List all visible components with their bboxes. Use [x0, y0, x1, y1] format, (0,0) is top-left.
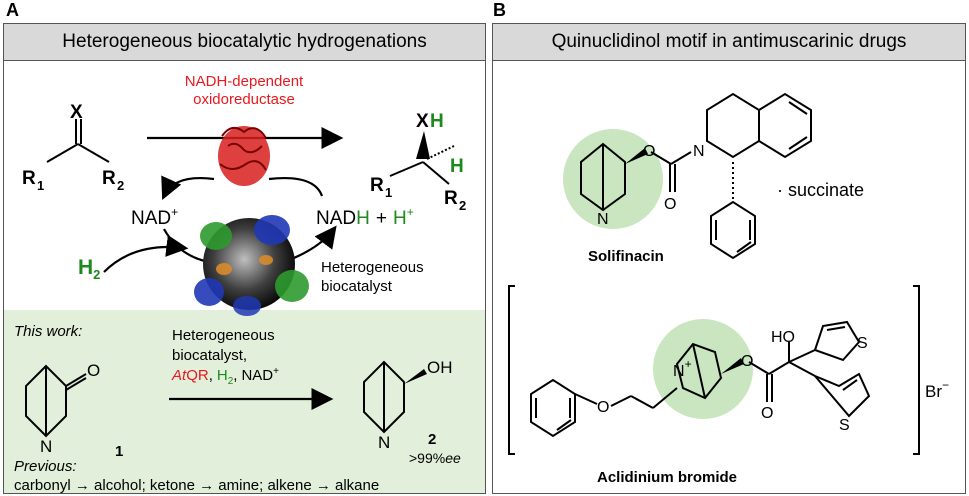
conditions-line2: biocatalyst,: [172, 347, 247, 364]
aclidinium-ho: HO: [771, 329, 795, 346]
aclidinium-s1: S: [857, 335, 868, 352]
substrate-x: X: [70, 102, 83, 123]
previous-text: carbonyl → alcohol; ketone → amine; alke…: [14, 477, 379, 493]
svg-text:2: 2: [117, 178, 124, 193]
nad-plus: NAD+: [131, 205, 178, 229]
product-h1: H: [430, 111, 444, 132]
this-work-label: This work:: [14, 323, 82, 340]
product-structure: X H H R 1 R 2: [370, 111, 466, 213]
solifenacin-n: N: [693, 143, 705, 160]
bromide-label: Br−: [925, 378, 949, 401]
svg-text:2: 2: [459, 198, 466, 213]
h2-arrow: [103, 234, 189, 273]
enzyme-label-line1: NADH-dependent: [185, 73, 304, 90]
compound-1-o: O: [87, 361, 100, 380]
catalyst-label-line2: biocatalyst: [321, 278, 393, 295]
enzyme-label-line2: oxidoreductase: [193, 91, 295, 108]
panel-a-letter: A: [6, 0, 19, 20]
nadh-plus-h: NADH+H+: [316, 205, 414, 229]
substrate-r2: R: [102, 168, 116, 189]
solifenacin-structure: [580, 92, 812, 260]
product-h2: H: [450, 156, 464, 177]
conditions-line3: AtQR,H2,NAD+: [171, 366, 279, 387]
panel-a: Heterogeneous biocatalytic hydrogenation…: [3, 23, 486, 494]
panel-a-scheme: X R 1 R 2 NADH-dependent oxidoreductase …: [14, 73, 466, 493]
solifenacin-o2: O: [664, 196, 676, 213]
compound-2-label: 2: [428, 431, 436, 448]
aclidinium-structure: [530, 320, 871, 438]
aclidinium-s2: S: [839, 417, 850, 434]
substrate-r1: R: [22, 168, 36, 189]
nad-top-arc: [268, 177, 324, 197]
panel-b-structures: O O N N · succinate Solifinacin Br−: [508, 92, 949, 486]
panel-b-title: Quinuclidinol motif in antimuscarinic dr…: [493, 24, 965, 61]
nad-arrow: [161, 175, 215, 201]
product-x: X: [416, 111, 429, 132]
substrate-structure: X R 1 R 2: [22, 102, 124, 193]
catalyst-label-line1: Heterogeneous: [321, 259, 424, 276]
solifenacin-quin-n: N: [597, 211, 609, 228]
aclidinium-o-ester: O: [741, 353, 753, 370]
svg-text:1: 1: [37, 178, 44, 193]
conditions-line1: Heterogeneous: [172, 327, 275, 344]
previous-label: Previous:: [14, 458, 77, 475]
bracket-right: [913, 285, 920, 455]
aclidinium-o-carbonyl: O: [761, 405, 773, 422]
panel-a-title: Heterogeneous biocatalytic hydrogenation…: [4, 24, 485, 61]
svg-text:R: R: [444, 188, 458, 209]
compound-2-oh: OH: [427, 358, 453, 377]
compound-2-wedge: [404, 369, 427, 384]
solifenacin-o1: O: [643, 143, 655, 160]
aclidinium-o-ether: O: [597, 399, 609, 416]
compound-1-label: 1: [115, 443, 123, 460]
compound-2: [363, 360, 405, 434]
aclidinium-name: Aclidinium bromide: [597, 469, 737, 486]
succinate-label: · succinate: [777, 180, 864, 200]
compound-1: [25, 364, 87, 438]
ee-value: >99%ee: [409, 450, 461, 466]
compound-2-n: N: [378, 433, 390, 452]
panel-b: Quinuclidinol motif in antimuscarinic dr…: [492, 23, 966, 494]
h2-label: H2: [78, 256, 100, 282]
aclidinium-highlight: [653, 319, 753, 419]
bracket-left: [508, 285, 515, 455]
svg-text:R: R: [370, 175, 384, 196]
catalyst-sphere: [194, 215, 309, 316]
svg-text:1: 1: [385, 185, 392, 200]
panel-b-letter: B: [493, 0, 506, 20]
compound-1-n: N: [40, 437, 52, 456]
solifenacin-name: Solifinacin: [588, 248, 664, 265]
aclidinium-n: N+: [673, 357, 692, 380]
enzyme-cartoon: [218, 126, 270, 186]
